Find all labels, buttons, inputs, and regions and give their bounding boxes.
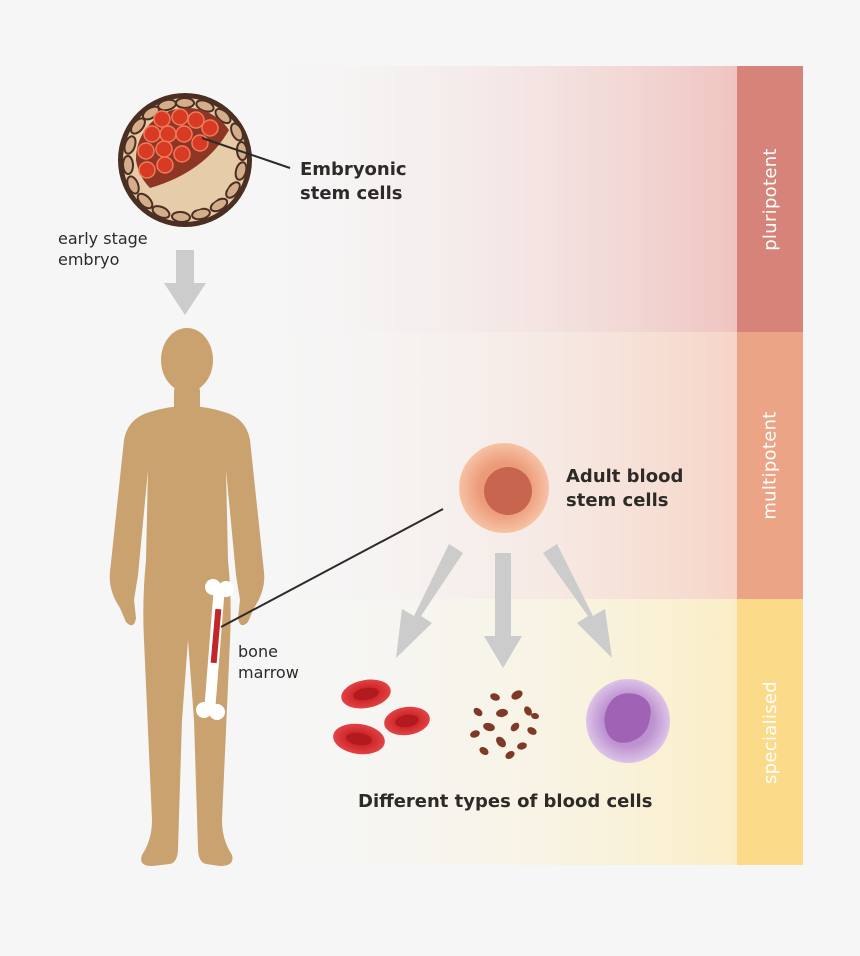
pluripotent-band-bg <box>230 66 738 332</box>
arrow-down-icon <box>164 250 206 315</box>
bone-marrow-marker <box>210 608 222 664</box>
red-blood-cell-icon <box>333 679 430 755</box>
white-blood-cell-icon <box>586 679 670 763</box>
early-stage-embryo-label: early stage embryo <box>58 229 148 269</box>
platelet-icon <box>470 690 539 760</box>
pluripotent-strip <box>737 66 803 332</box>
band-label-specialised: specialised <box>759 680 781 784</box>
arrow-down-left-icon <box>396 544 463 658</box>
bone-marrow-pointer-line <box>220 508 444 628</box>
arrow-down-icon <box>484 553 522 668</box>
arrow-down-right-icon <box>543 544 612 658</box>
band-label-multipotent: multipotent <box>759 411 781 520</box>
adult-blood-stem-cells-label: Adult blood stem cells <box>566 466 684 511</box>
embryo-icon <box>118 93 252 227</box>
specialised-strip <box>737 599 803 865</box>
human-body-icon <box>109 328 265 866</box>
multipotent-strip <box>737 332 803 599</box>
band-label-pluripotent: pluripotent <box>759 147 781 251</box>
embryonic-pointer-line <box>201 137 291 169</box>
stem-cell-icon <box>459 443 549 533</box>
blood-cell-types-caption: Different types of blood cells <box>358 791 653 812</box>
embryonic-stem-cells-label: Embryonic stem cells <box>300 159 407 204</box>
bone-marrow-label: bone marrow <box>238 642 299 682</box>
bone-icon <box>196 579 234 720</box>
